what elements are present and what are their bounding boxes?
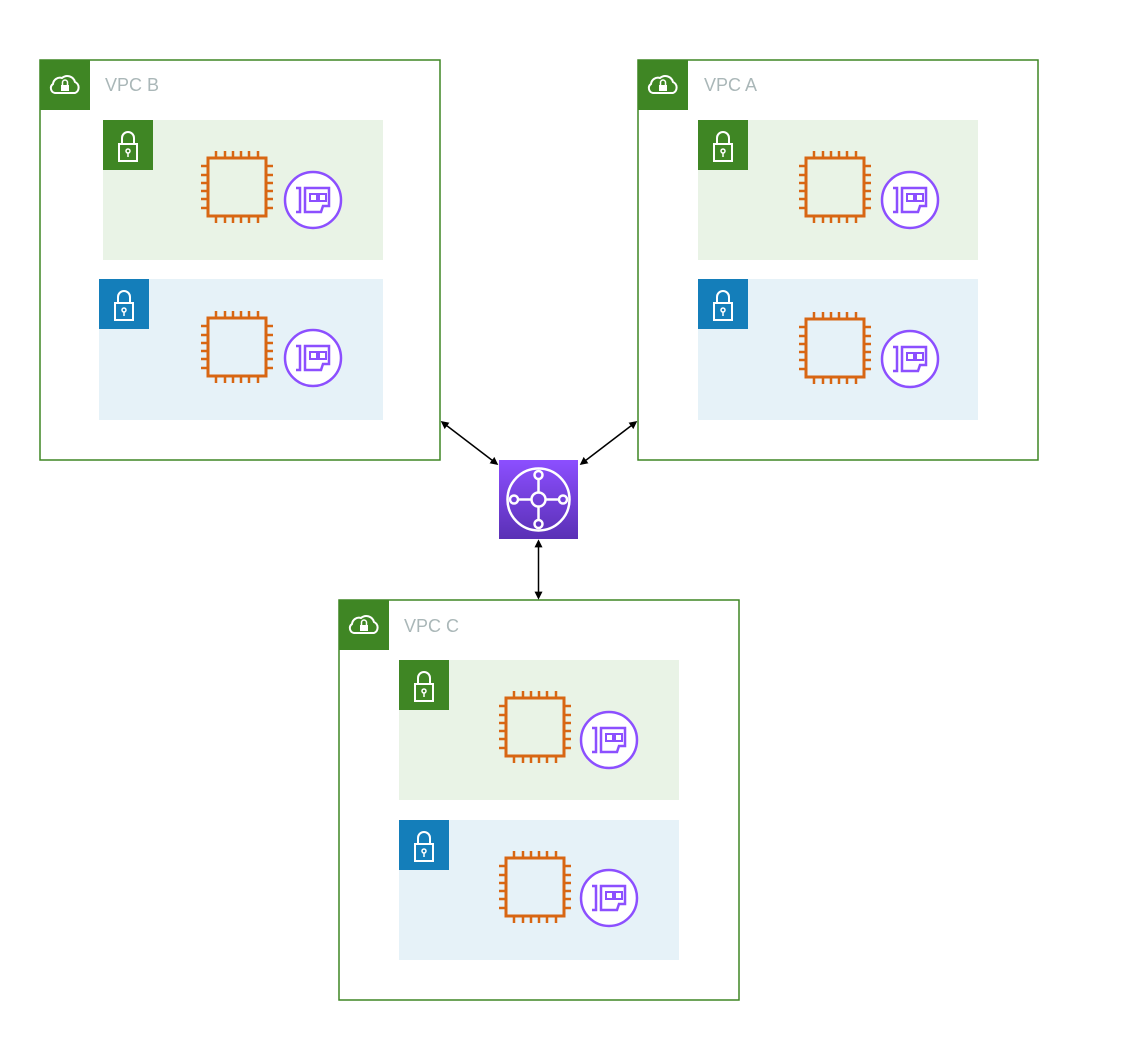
elastic-network-interface-icon [283, 170, 343, 230]
connectors [440, 421, 638, 600]
vpc-a-group: VPC A [637, 59, 1039, 461]
elastic-network-interface-icon [579, 710, 639, 770]
vpc-b-label: VPC B [105, 75, 159, 95]
vpc-c-label: VPC C [404, 616, 459, 636]
connector-vpc-a-transit-gateway [579, 421, 638, 465]
elastic-network-interface-icon [283, 328, 343, 388]
elastic-network-interface-icon [880, 170, 940, 230]
connector-vpc-b-transit-gateway [440, 421, 499, 465]
vpc-b-group: VPC B [39, 59, 441, 461]
vpc-a-label: VPC A [704, 75, 757, 95]
elastic-network-interface-icon [579, 868, 639, 928]
elastic-network-interface-icon [880, 329, 940, 389]
vpc-c-group: VPC C [338, 599, 740, 1001]
transit-gateway-icon [499, 460, 578, 539]
